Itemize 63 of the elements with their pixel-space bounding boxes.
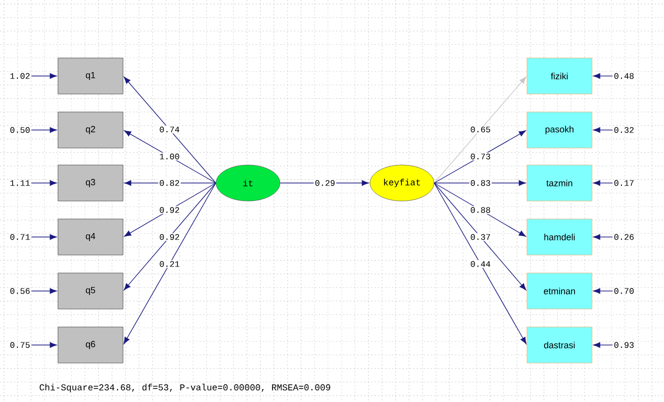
arrow <box>31 127 57 133</box>
arrow <box>593 288 613 294</box>
arrow <box>124 76 216 184</box>
error-variance: 0.56 <box>10 288 30 294</box>
error-variance: 1.11 <box>10 180 30 186</box>
arrow <box>434 130 526 184</box>
arrow <box>31 73 57 79</box>
indicator-box: etminan <box>526 272 592 310</box>
arrow <box>31 234 57 240</box>
arrow <box>593 73 613 79</box>
edge-label: 0.82 <box>158 179 181 187</box>
error-variance: 0.93 <box>614 342 634 348</box>
edge-label: 1.00 <box>158 152 181 160</box>
indicator-box: q5 <box>58 272 124 310</box>
arrow <box>124 182 216 290</box>
error-variance: 0.17 <box>614 180 634 186</box>
edge-label: 0.92 <box>158 206 181 214</box>
error-variance: 0.75 <box>10 342 30 348</box>
error-variance: 0.48 <box>614 73 634 79</box>
error-variance: 0.70 <box>614 288 634 294</box>
indicator-box: q2 <box>58 112 124 148</box>
arrow <box>124 180 216 186</box>
indicator-box: q3 <box>58 164 124 202</box>
arrow <box>434 182 526 237</box>
fit-statistics: Chi-Square=234.68, df=53, P-value=0.00000, RMSEA=0.009 <box>40 384 330 392</box>
arrow <box>434 76 526 184</box>
error-variance: 0.50 <box>10 127 30 133</box>
arrow <box>124 182 216 344</box>
indicator-box: fiziki <box>526 58 592 94</box>
edge-label: 0.29 <box>314 179 336 187</box>
arrow <box>593 342 613 348</box>
arrow <box>280 180 369 186</box>
indicator-box: dastrasi <box>526 326 592 364</box>
edge-label: 0.73 <box>469 152 492 160</box>
edge-label: 0.44 <box>469 260 492 268</box>
edge-label: 0.88 <box>469 206 492 214</box>
error-variance: 0.32 <box>614 127 634 133</box>
indicator-box: hamdeli <box>526 218 592 256</box>
edge-label: 0.92 <box>158 233 181 241</box>
error-variance: 0.71 <box>10 234 30 240</box>
arrow <box>434 182 526 344</box>
arrow <box>124 182 216 237</box>
arrow <box>593 127 613 133</box>
arrow <box>31 342 57 348</box>
error-variance: 1.02 <box>10 73 30 79</box>
arrow <box>31 288 57 294</box>
edge-label: 0.37 <box>469 233 492 241</box>
indicator-box: q1 <box>58 58 124 94</box>
edge-label: 0.21 <box>158 260 181 268</box>
edge-label: 0.65 <box>469 126 492 134</box>
arrow <box>593 234 613 240</box>
indicator-box: pasokh <box>526 112 592 148</box>
arrow <box>593 180 613 186</box>
indicator-box: q6 <box>58 326 124 364</box>
error-variance: 0.26 <box>614 234 634 240</box>
edge-label: 0.83 <box>469 179 492 187</box>
arrow <box>124 130 216 184</box>
arrow <box>31 180 57 186</box>
arrow <box>434 182 526 290</box>
indicator-box: q4 <box>58 218 124 256</box>
indicator-box: tazmin <box>526 164 592 202</box>
edge-label: 0.74 <box>158 126 181 134</box>
arrow <box>434 180 526 186</box>
